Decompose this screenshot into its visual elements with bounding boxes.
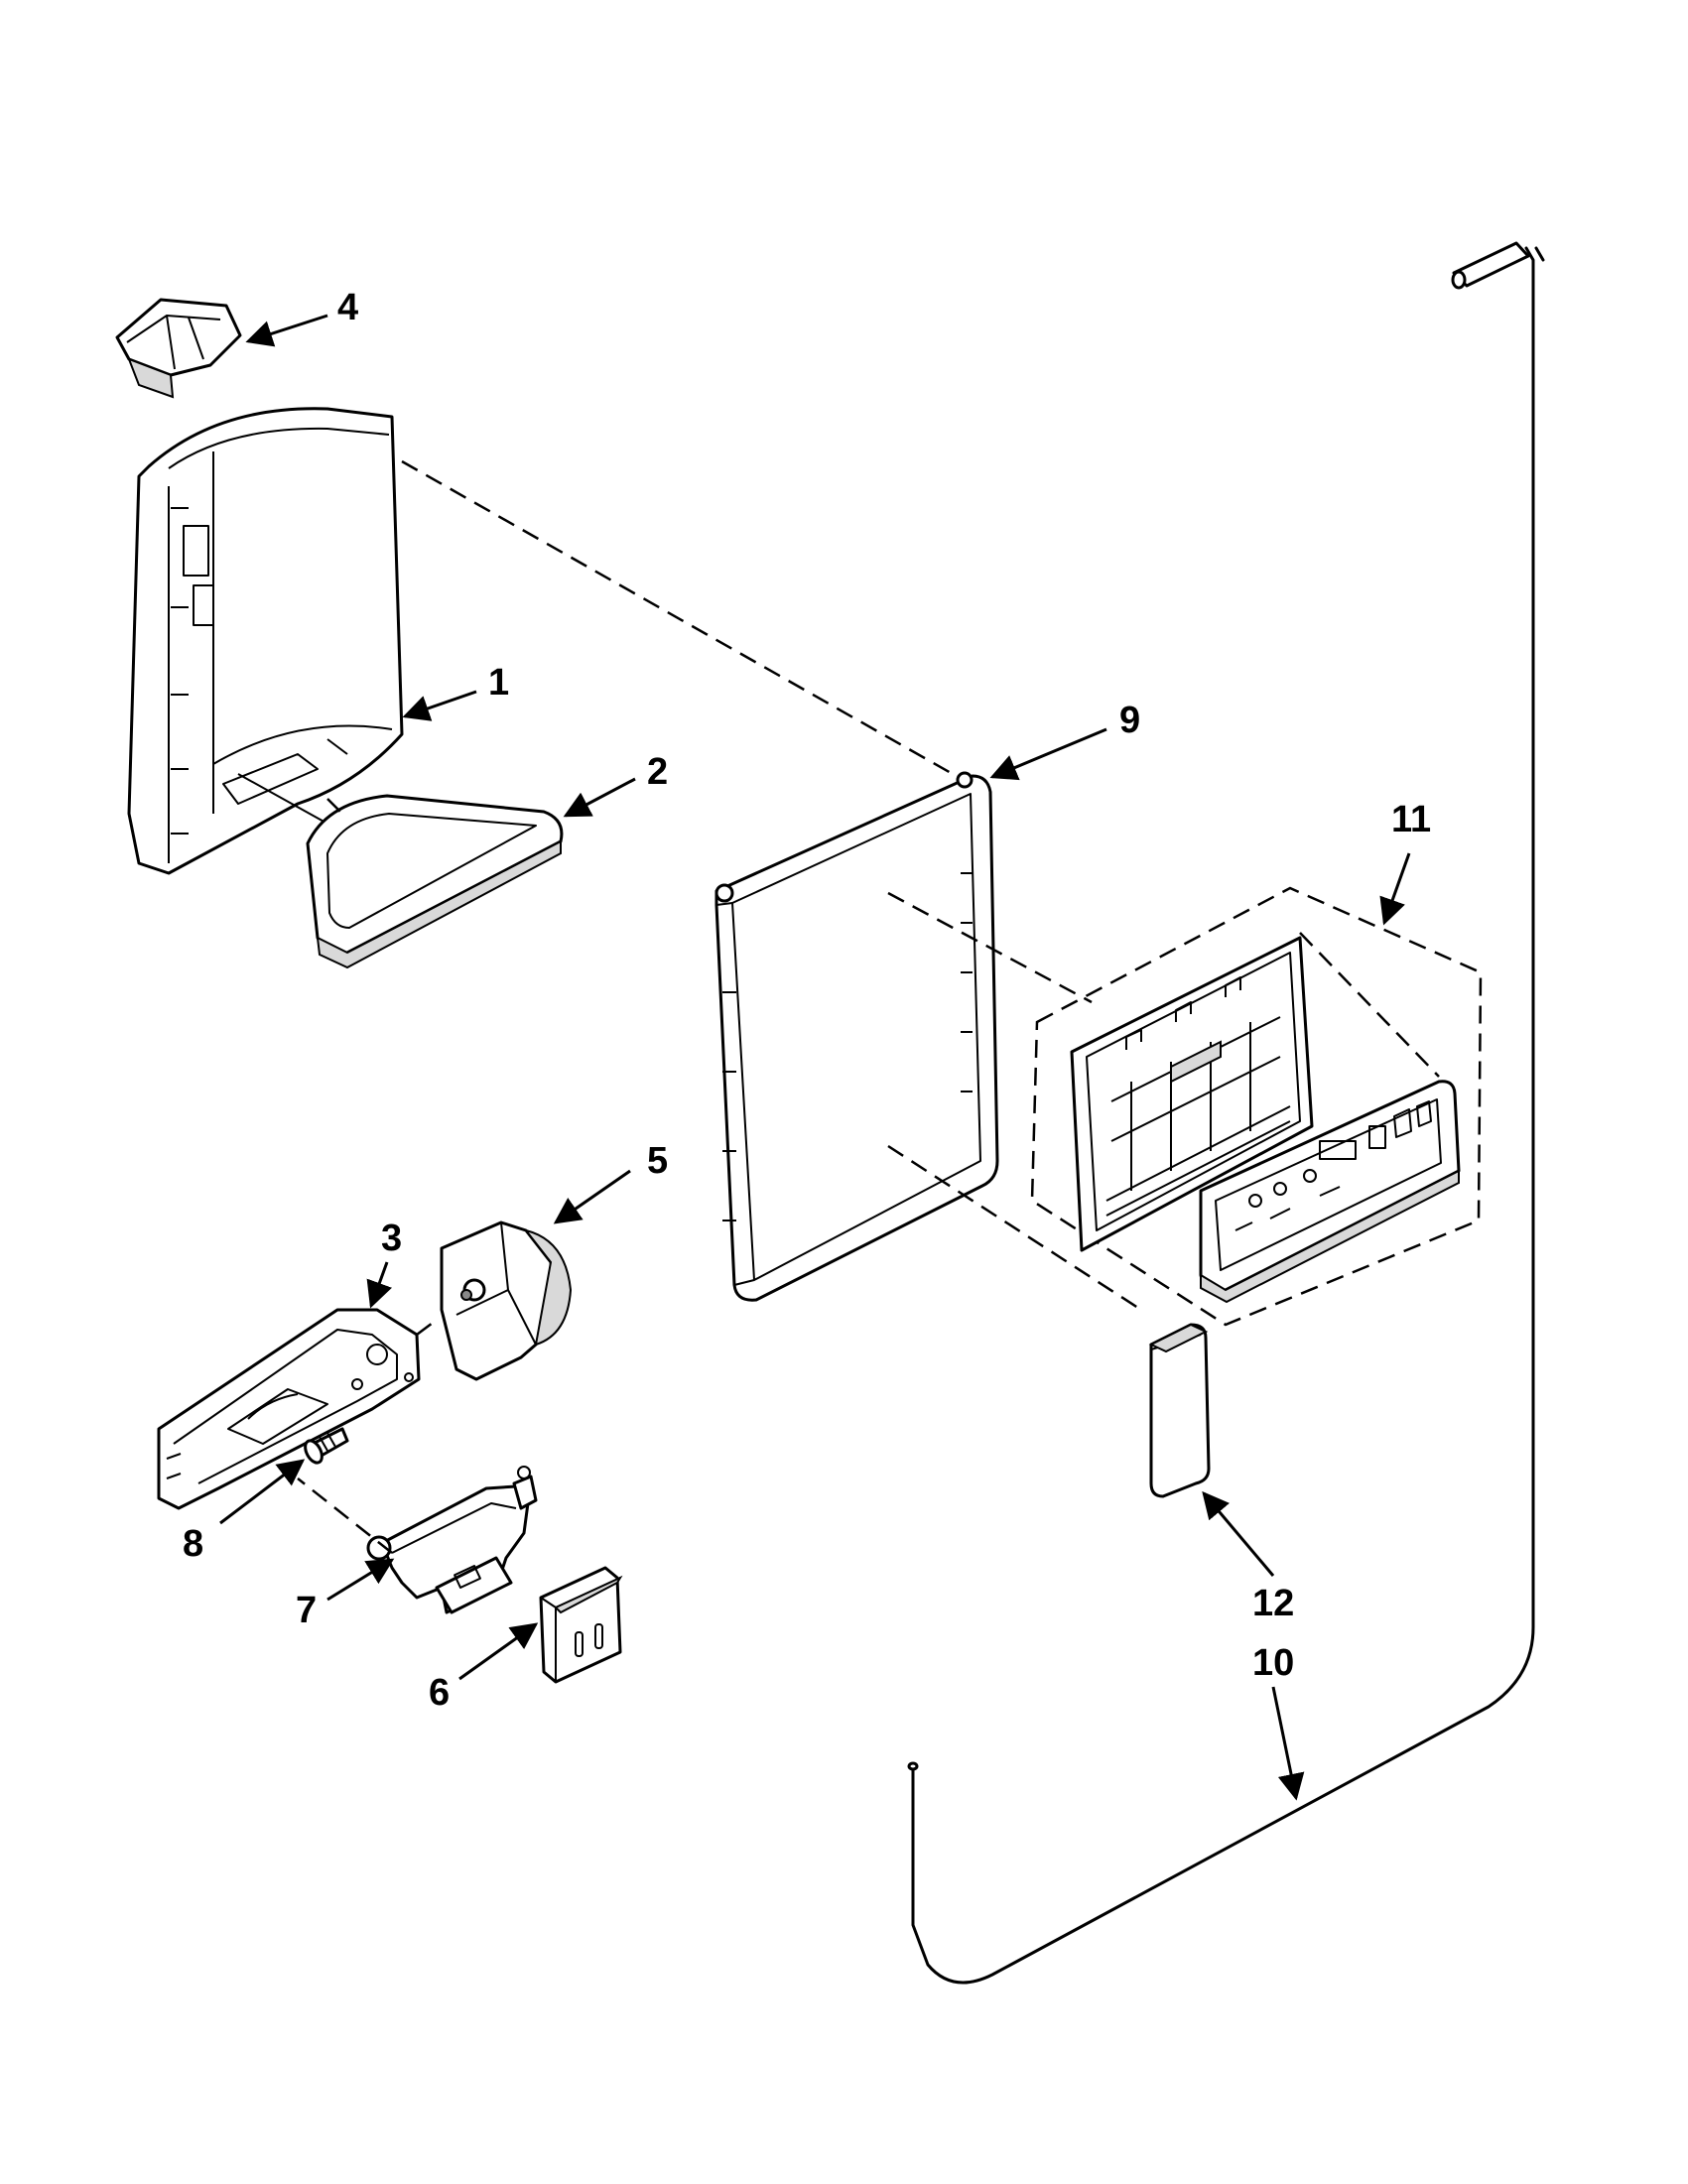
callout-5: 5 [647,1140,668,1182]
callout-3: 3 [381,1218,402,1259]
part-12-pad [1148,1323,1211,1498]
callout-1: 1 [488,662,509,704]
callout-7: 7 [296,1590,317,1631]
callout-11: 11 [1391,799,1431,840]
callout-2: 2 [647,751,668,793]
part-8-screw [304,1427,349,1465]
leader-arrows [219,314,1411,1801]
part-10-tube [907,241,1545,1985]
part-1-housing [127,407,404,875]
callout-4: 4 [337,287,358,328]
part-2-drip-tray [306,794,564,969]
part-11-control-assembly [1030,886,1483,1327]
callout-12: 12 [1252,1583,1294,1624]
callout-labels: 4 1 2 9 11 5 3 8 7 6 12 10 [183,287,1431,1714]
part-7-solenoid [366,1466,538,1614]
part-4-cap [115,298,242,399]
part-6-paddle [539,1566,623,1684]
part-5-motor [440,1220,573,1381]
part-3-bracket [157,1308,421,1510]
alignment-lines [297,459,1440,1554]
callout-6: 6 [429,1672,450,1714]
callout-9: 9 [1119,700,1140,741]
part-9-frame [714,771,999,1302]
callout-8: 8 [183,1523,203,1565]
callout-10: 10 [1252,1642,1294,1684]
